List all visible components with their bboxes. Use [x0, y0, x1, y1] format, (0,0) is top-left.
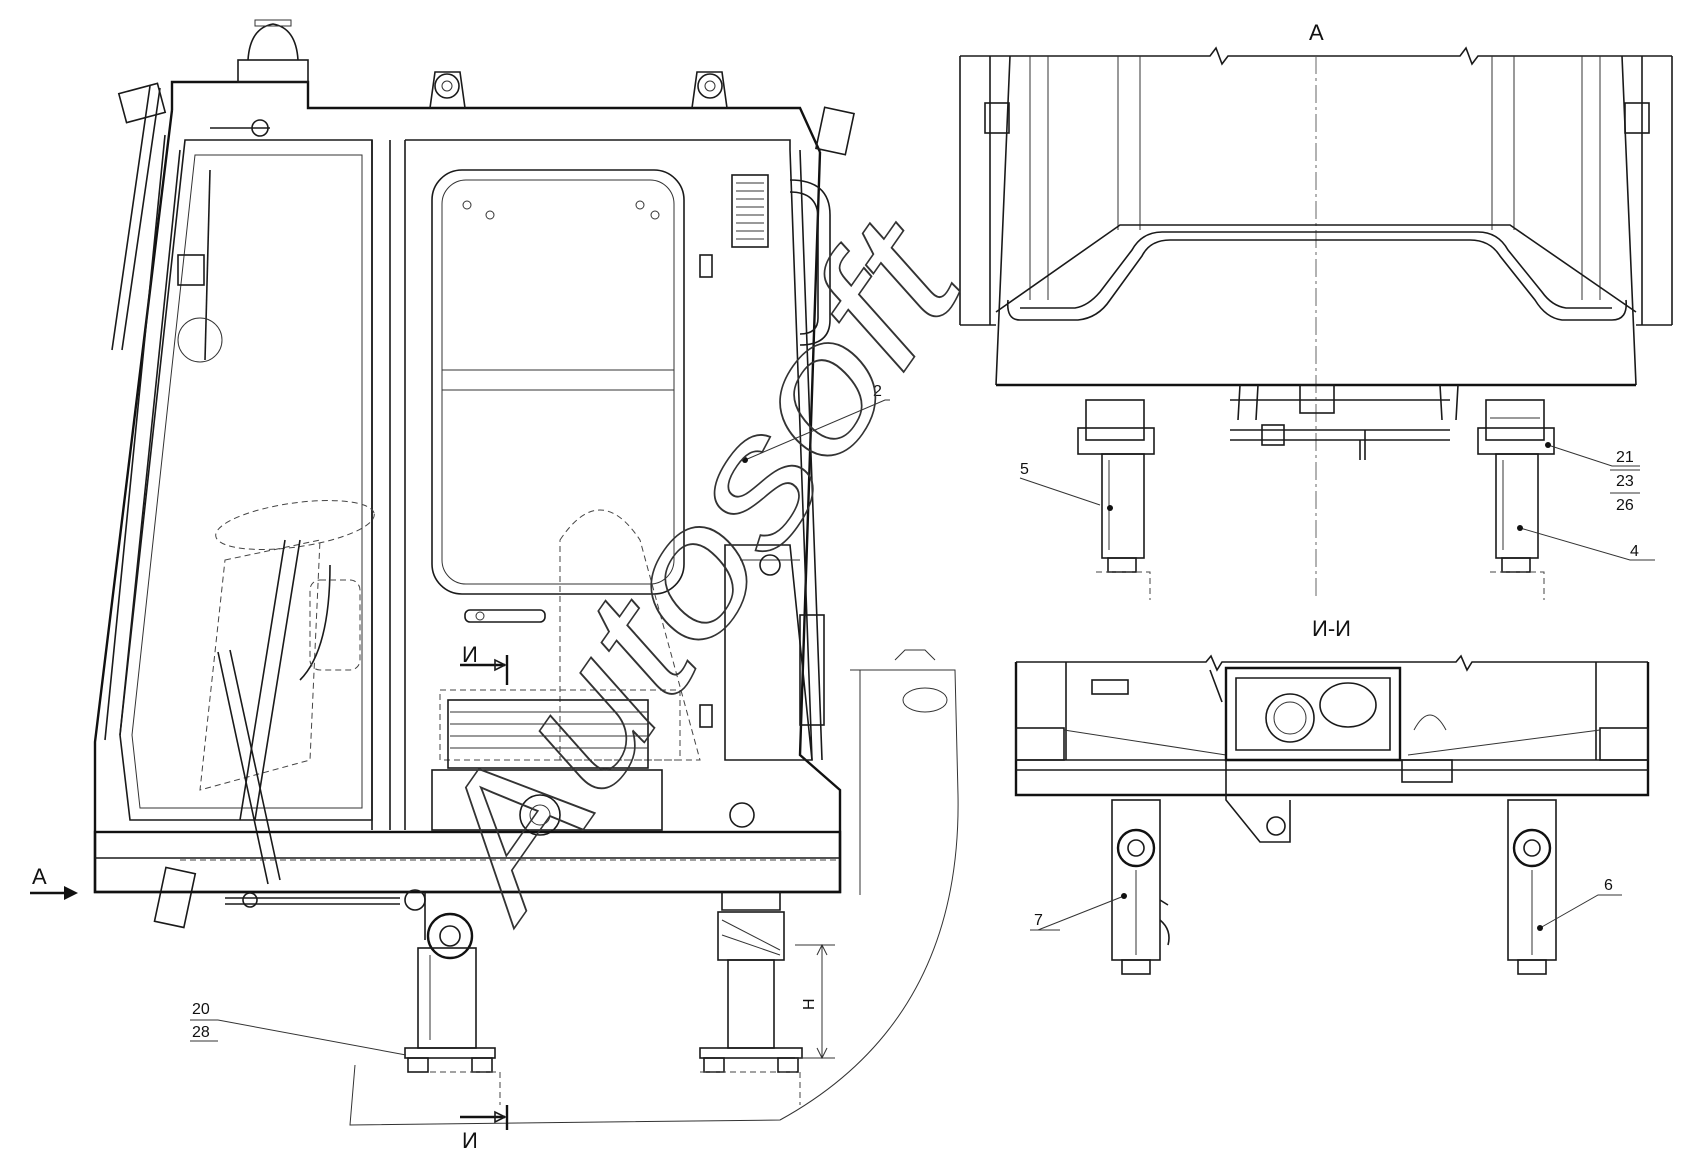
callout-5: 5: [1020, 461, 1029, 478]
callout-4: 4: [1630, 543, 1639, 560]
callout-26: 26: [1616, 497, 1634, 514]
section-i-i: И-И 7: [1014, 616, 1650, 975]
callout-2: 2: [873, 383, 882, 400]
watermark-text: Autosoft: [385, 185, 1003, 951]
view-a: А: [959, 20, 1673, 600]
cab-side-view: H И И А 2 20 28: [30, 19, 959, 1153]
dimension-h-label: H: [801, 998, 818, 1010]
section-marker-top: И: [462, 642, 478, 667]
view-arrow-a-label: А: [32, 864, 47, 889]
callout-28: 28: [192, 1024, 210, 1041]
callout-7: 7: [1034, 912, 1043, 929]
callout-23: 23: [1616, 473, 1634, 490]
callout-20: 20: [192, 1001, 210, 1018]
view-a-title: А: [1309, 20, 1324, 45]
autosoft-watermark: Autosoft: [384, 184, 1003, 952]
view-arrow-a: [64, 886, 78, 900]
section-marker-bottom: И: [462, 1128, 478, 1153]
callout-6: 6: [1604, 877, 1613, 894]
callout-21: 21: [1616, 449, 1634, 466]
section-title: И-И: [1312, 616, 1351, 641]
